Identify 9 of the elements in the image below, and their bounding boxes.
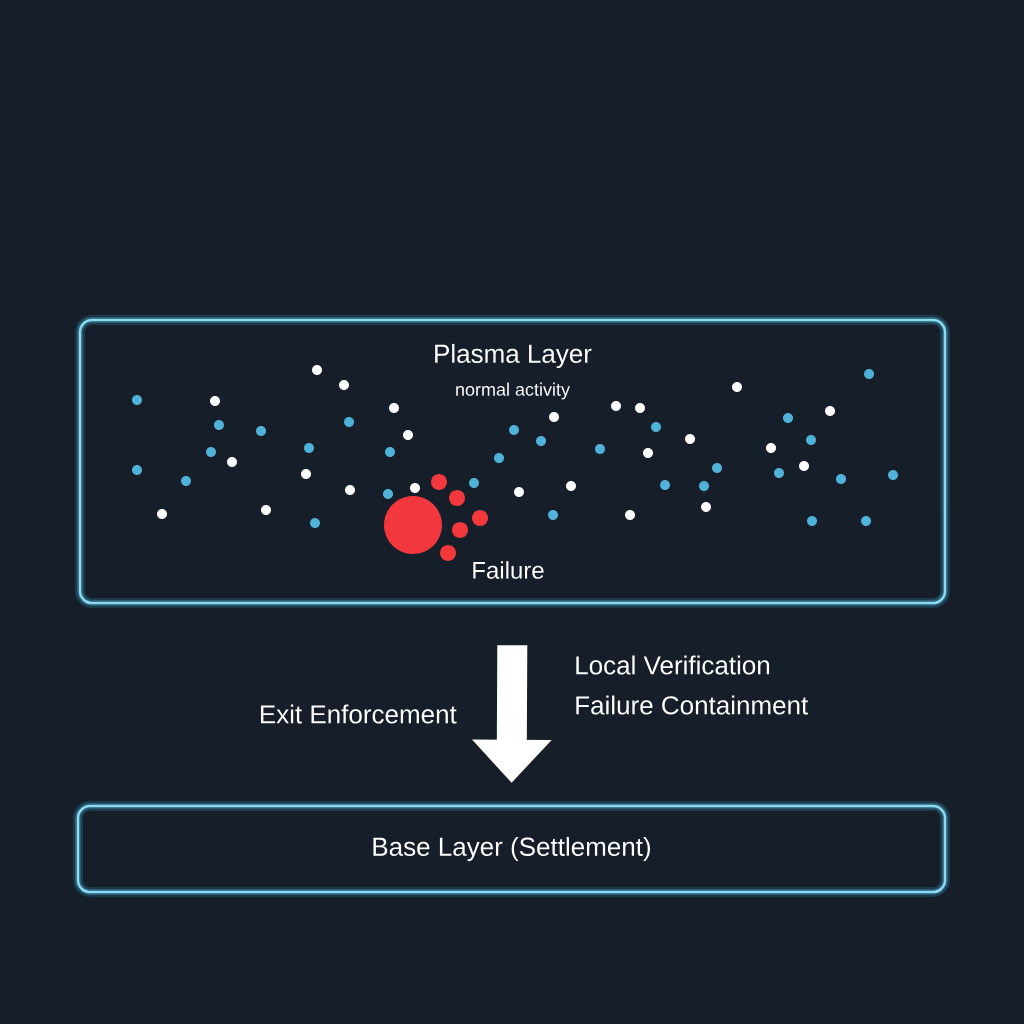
failure-label: Failure <box>473 561 544 579</box>
layer-box <box>73 801 950 897</box>
layer-title: Plasma Layer <box>435 343 592 369</box>
layer-box <box>75 315 950 608</box>
layer-title: Base Layer (Settlement) <box>373 836 650 862</box>
annotation-text: Local Verification <box>576 655 770 675</box>
subtitle: normal activity <box>456 382 570 400</box>
annotation-text: Exit Enforcement <box>260 704 457 724</box>
annotation-text: Failure Containment <box>576 695 809 715</box>
